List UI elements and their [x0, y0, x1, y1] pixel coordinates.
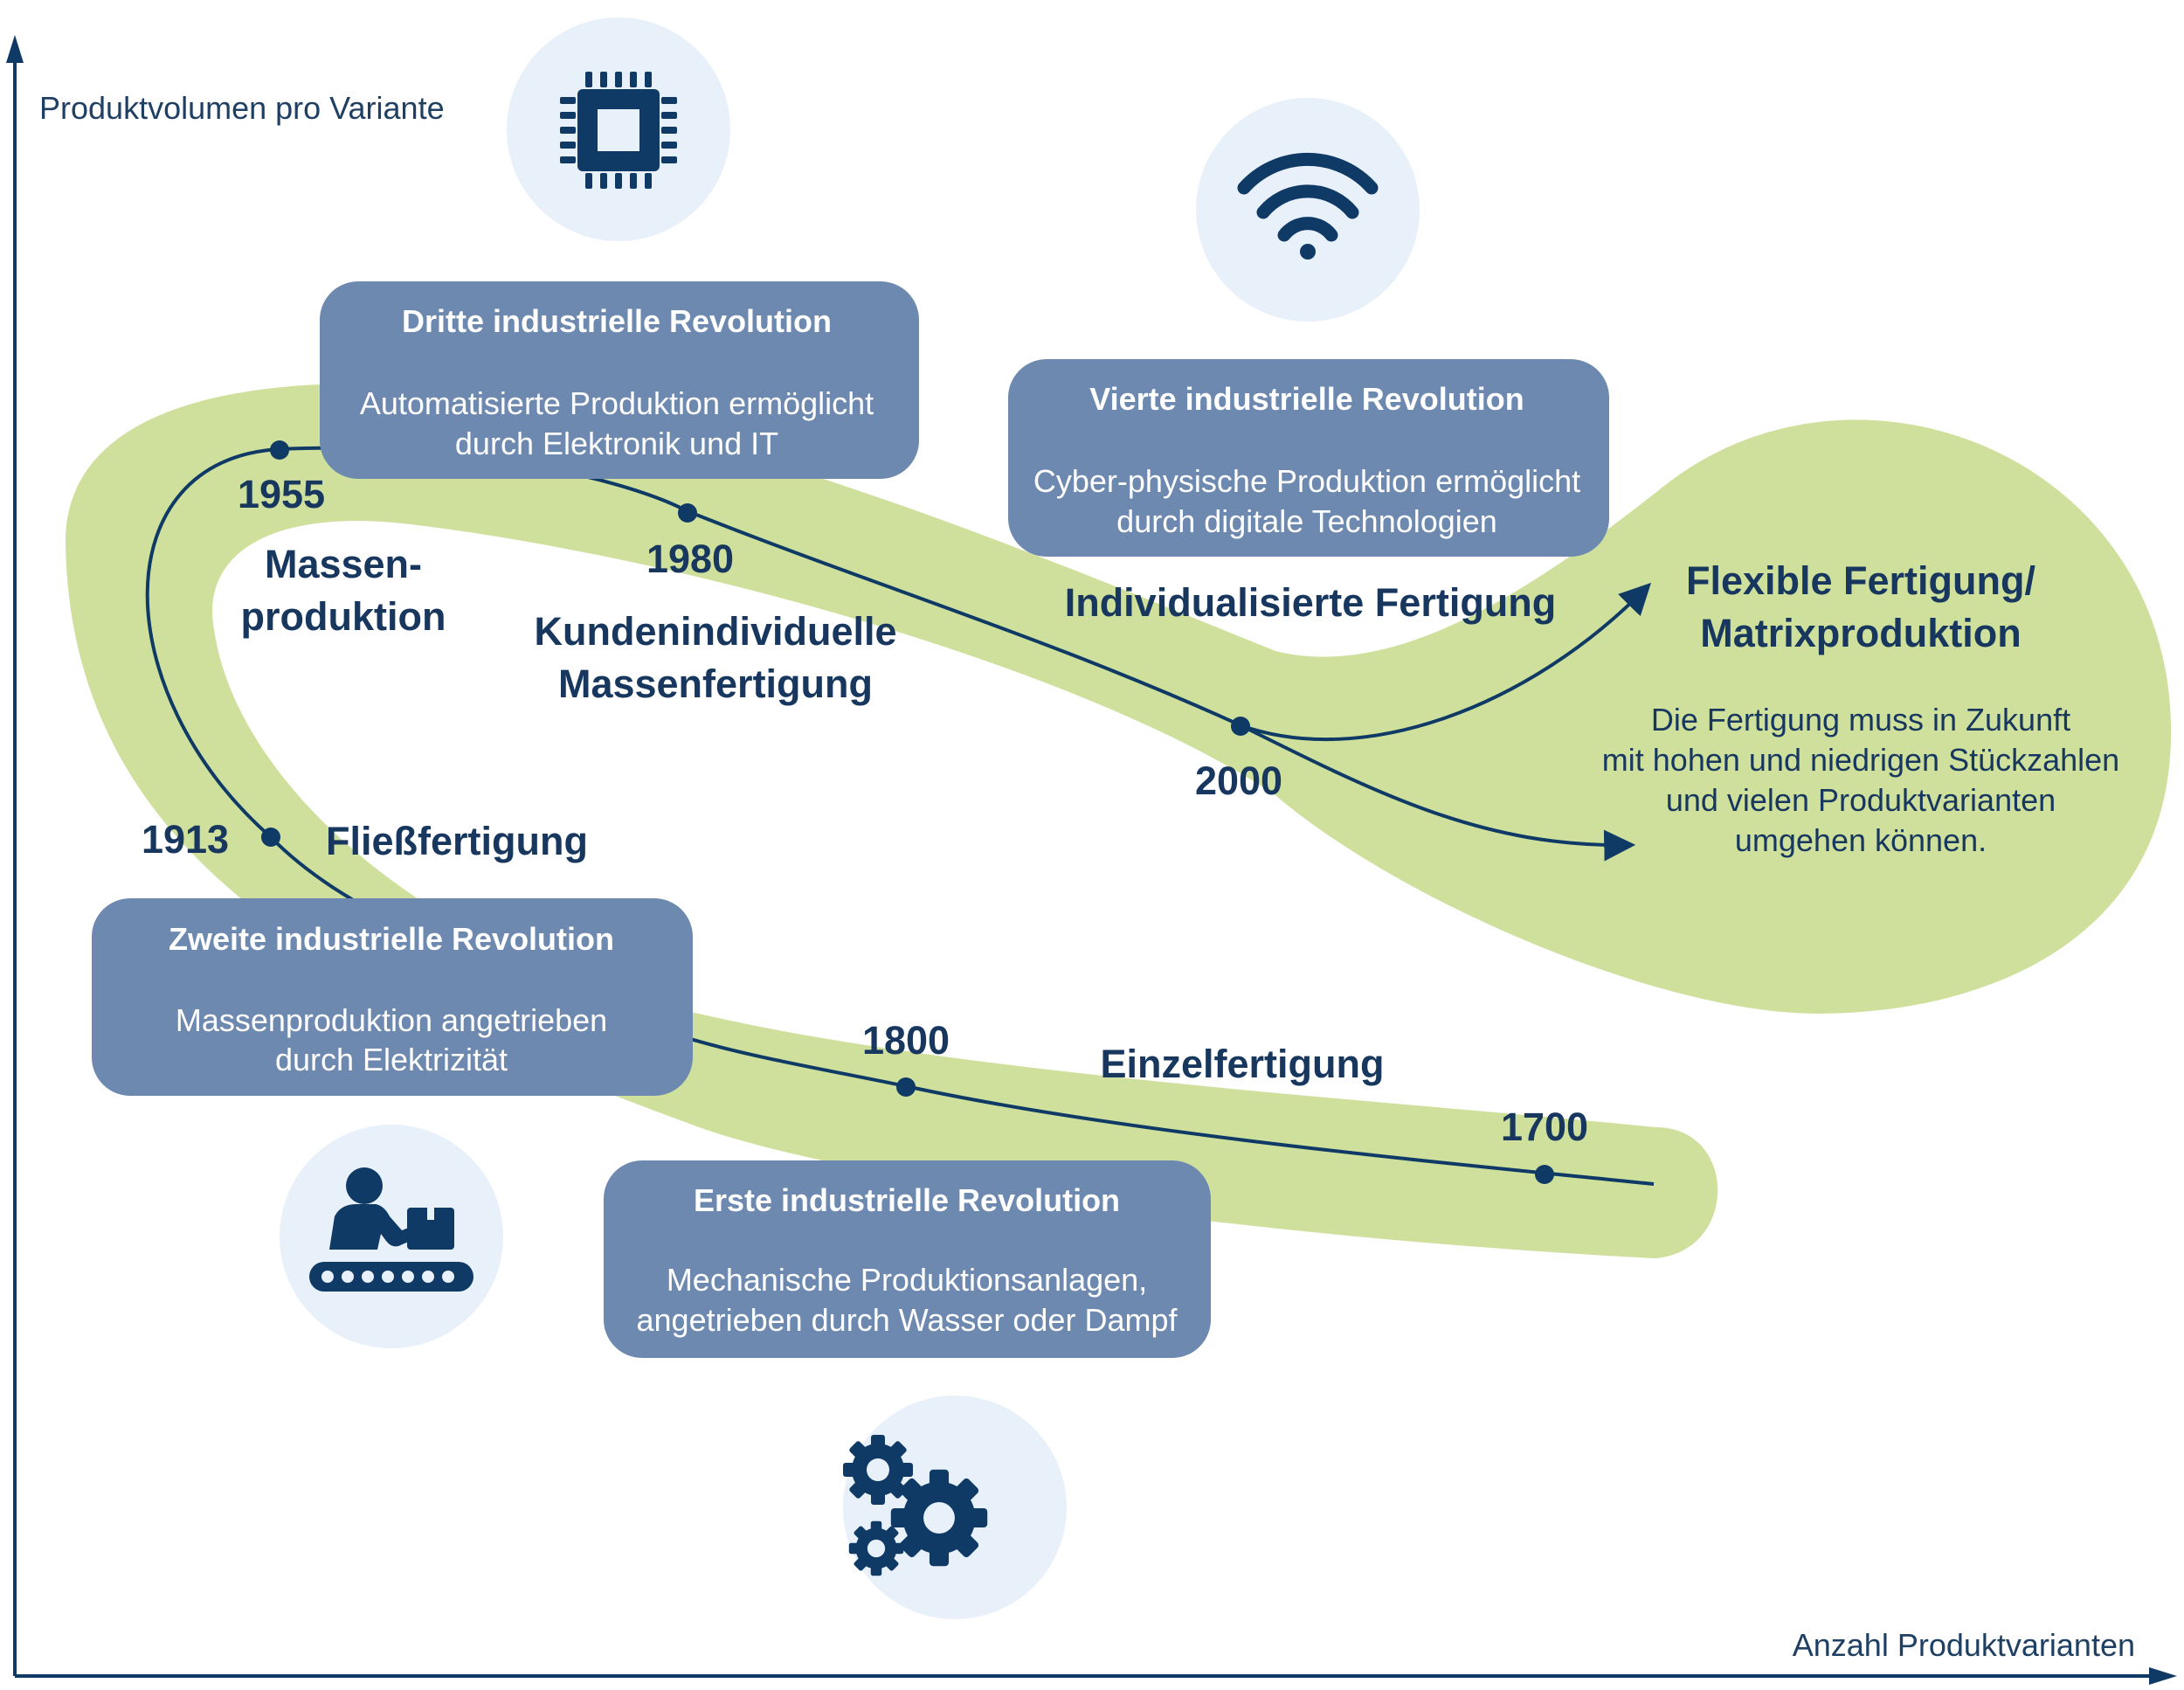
timeline-dots	[261, 440, 1554, 1184]
year-1800: 1800	[862, 1018, 950, 1063]
revolution-2-title: Zweite industrielle Revolution	[169, 921, 614, 957]
revolution-box-3: Dritte industrielle Revolution Automatis…	[320, 281, 919, 479]
timeline-curve	[145, 446, 1655, 1186]
dot-1700	[1535, 1165, 1554, 1184]
stage-massenproduktion-line2: produktion	[241, 594, 446, 639]
flexible-desc-line4: umgehen können.	[1735, 822, 1987, 858]
dot-2000	[1231, 717, 1250, 736]
stage-kundenindividuelle-line1: Kundenindividuelle	[534, 609, 896, 654]
wifi-icon-circle	[1196, 98, 1420, 322]
year-1980: 1980	[646, 537, 734, 581]
timeline-branch-lower	[1240, 724, 1636, 862]
flexible-desc-line3: und vielen Produktvarianten	[1666, 782, 2056, 818]
revolution-2-line1: Massenproduktion angetrieben	[176, 1002, 607, 1038]
gears-icon	[843, 1435, 988, 1576]
conveyor-worker-icon	[309, 1167, 473, 1292]
wifi-icon	[1237, 152, 1379, 260]
revolution-3-line2: durch Elektronik und IT	[455, 426, 778, 461]
year-1955: 1955	[238, 472, 325, 516]
revolution-box-2: Zweite industrielle Revolution Massenpro…	[92, 898, 693, 1096]
dot-1913	[261, 828, 280, 847]
stage-flexible-line1: Flexible Fertigung/	[1686, 558, 2036, 603]
revolution-1-title: Erste industrielle Revolution	[694, 1182, 1120, 1218]
stage-flexible-line2: Matrixproduktion	[1700, 611, 2022, 655]
year-2000: 2000	[1195, 758, 1282, 803]
stage-kundenindividuelle-line2: Massenfertigung	[558, 661, 873, 706]
y-axis-label: Produktvolumen pro Variante	[39, 90, 445, 126]
flexible-desc-line1: Die Fertigung muss in Zukunft	[1651, 702, 2070, 738]
x-axis-label: Anzahl Produktvarianten	[1793, 1627, 2135, 1663]
year-1913: 1913	[142, 817, 229, 862]
revolution-3-line1: Automatisierte Produktion ermöglicht	[360, 385, 874, 421]
stage-individualisierte: Individualisierte Fertigung	[1065, 580, 1557, 625]
microchip-icon	[560, 72, 677, 189]
revolution-4-title: Vierte industrielle Revolution	[1089, 381, 1524, 417]
axes	[6, 35, 2177, 1685]
dot-1800	[896, 1077, 916, 1097]
revolution-4-line2: durch digitale Technologien	[1116, 503, 1497, 539]
revolution-box-4: Vierte industrielle Revolution Cyber-phy…	[1008, 359, 1609, 557]
revolution-1-line2: angetrieben durch Wasser oder Dampf	[637, 1302, 1178, 1338]
stage-einzelfertigung: Einzelfertigung	[1101, 1042, 1385, 1086]
revolution-box-1: Erste industrielle Revolution Mechanisch…	[604, 1160, 1211, 1358]
timeline-branch-upper	[1240, 582, 1652, 742]
stage-fliessfertigung: Fließfertigung	[326, 819, 588, 863]
dot-1955	[270, 440, 289, 460]
revolution-3-title: Dritte industrielle Revolution	[402, 303, 832, 339]
stage-massenproduktion-line1: Massen-	[265, 542, 422, 586]
revolution-1-line1: Mechanische Produktionsanlagen,	[667, 1262, 1147, 1298]
revolution-2-line2: durch Elektrizität	[275, 1042, 508, 1077]
flexible-desc-line2: mit hohen und niedrigen Stückzahlen	[1602, 742, 2119, 778]
dot-1980	[678, 503, 697, 523]
revolution-4-line1: Cyber-physische Produktion ermöglicht	[1033, 463, 1580, 499]
year-1700: 1700	[1501, 1105, 1588, 1149]
